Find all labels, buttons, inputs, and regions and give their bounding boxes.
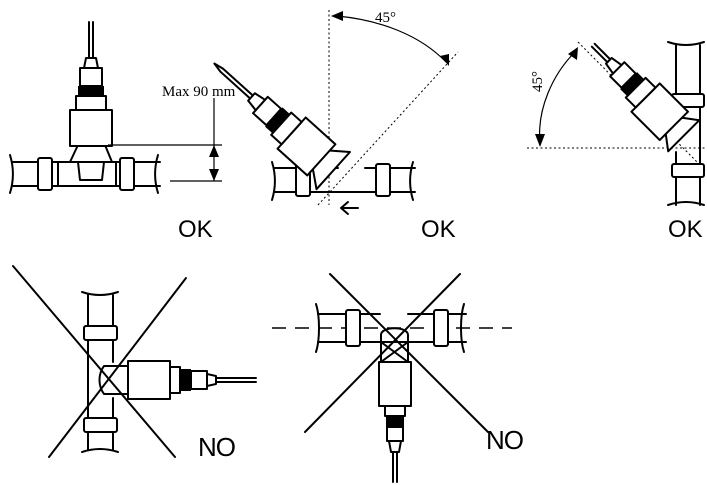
- sensor-downward: [378, 341, 412, 483]
- horizontal-pipe: [9, 154, 161, 194]
- panel-angled-upstream: 45° OK: [213, 10, 459, 243]
- verdict-ok-2: OK: [421, 216, 456, 243]
- horizontal-pipe: [271, 161, 416, 201]
- verdict-ok-3: OK: [668, 216, 703, 243]
- panel-straight-tee: Max 90 mm OK: [9, 21, 236, 243]
- vertical-pipe: [667, 41, 705, 206]
- sensor-straight: [69, 21, 113, 181]
- dimension-label: Max 90 mm: [162, 84, 236, 100]
- angle-arc: [539, 51, 576, 143]
- sensor-axis-line: [317, 51, 459, 206]
- verdict-no-2: NO: [486, 425, 523, 455]
- sensor-horizontal: [98, 360, 257, 400]
- panel-horizontal-into-vertical: NO: [12, 265, 257, 462]
- cross-out: [12, 265, 187, 458]
- panel-pointing-down: NO: [272, 273, 524, 483]
- sensor-angled: [213, 62, 351, 191]
- sensor-angled: [590, 42, 701, 153]
- verdict-ok-1: OK: [178, 216, 213, 243]
- panel-angled-vertical-pipe: 45° OK: [527, 41, 707, 243]
- verdict-no-1: NO: [198, 432, 235, 462]
- flow-arrow: [340, 201, 359, 215]
- angle-label: 45°: [530, 71, 546, 92]
- cross-out: [304, 273, 489, 433]
- horizontal-pipe: [315, 303, 467, 353]
- angle-label: 45°: [375, 10, 396, 26]
- dimension-max-90mm: Max 90 mm: [108, 84, 236, 182]
- vertical-pipe: [81, 291, 119, 453]
- angle-arc: [336, 15, 447, 63]
